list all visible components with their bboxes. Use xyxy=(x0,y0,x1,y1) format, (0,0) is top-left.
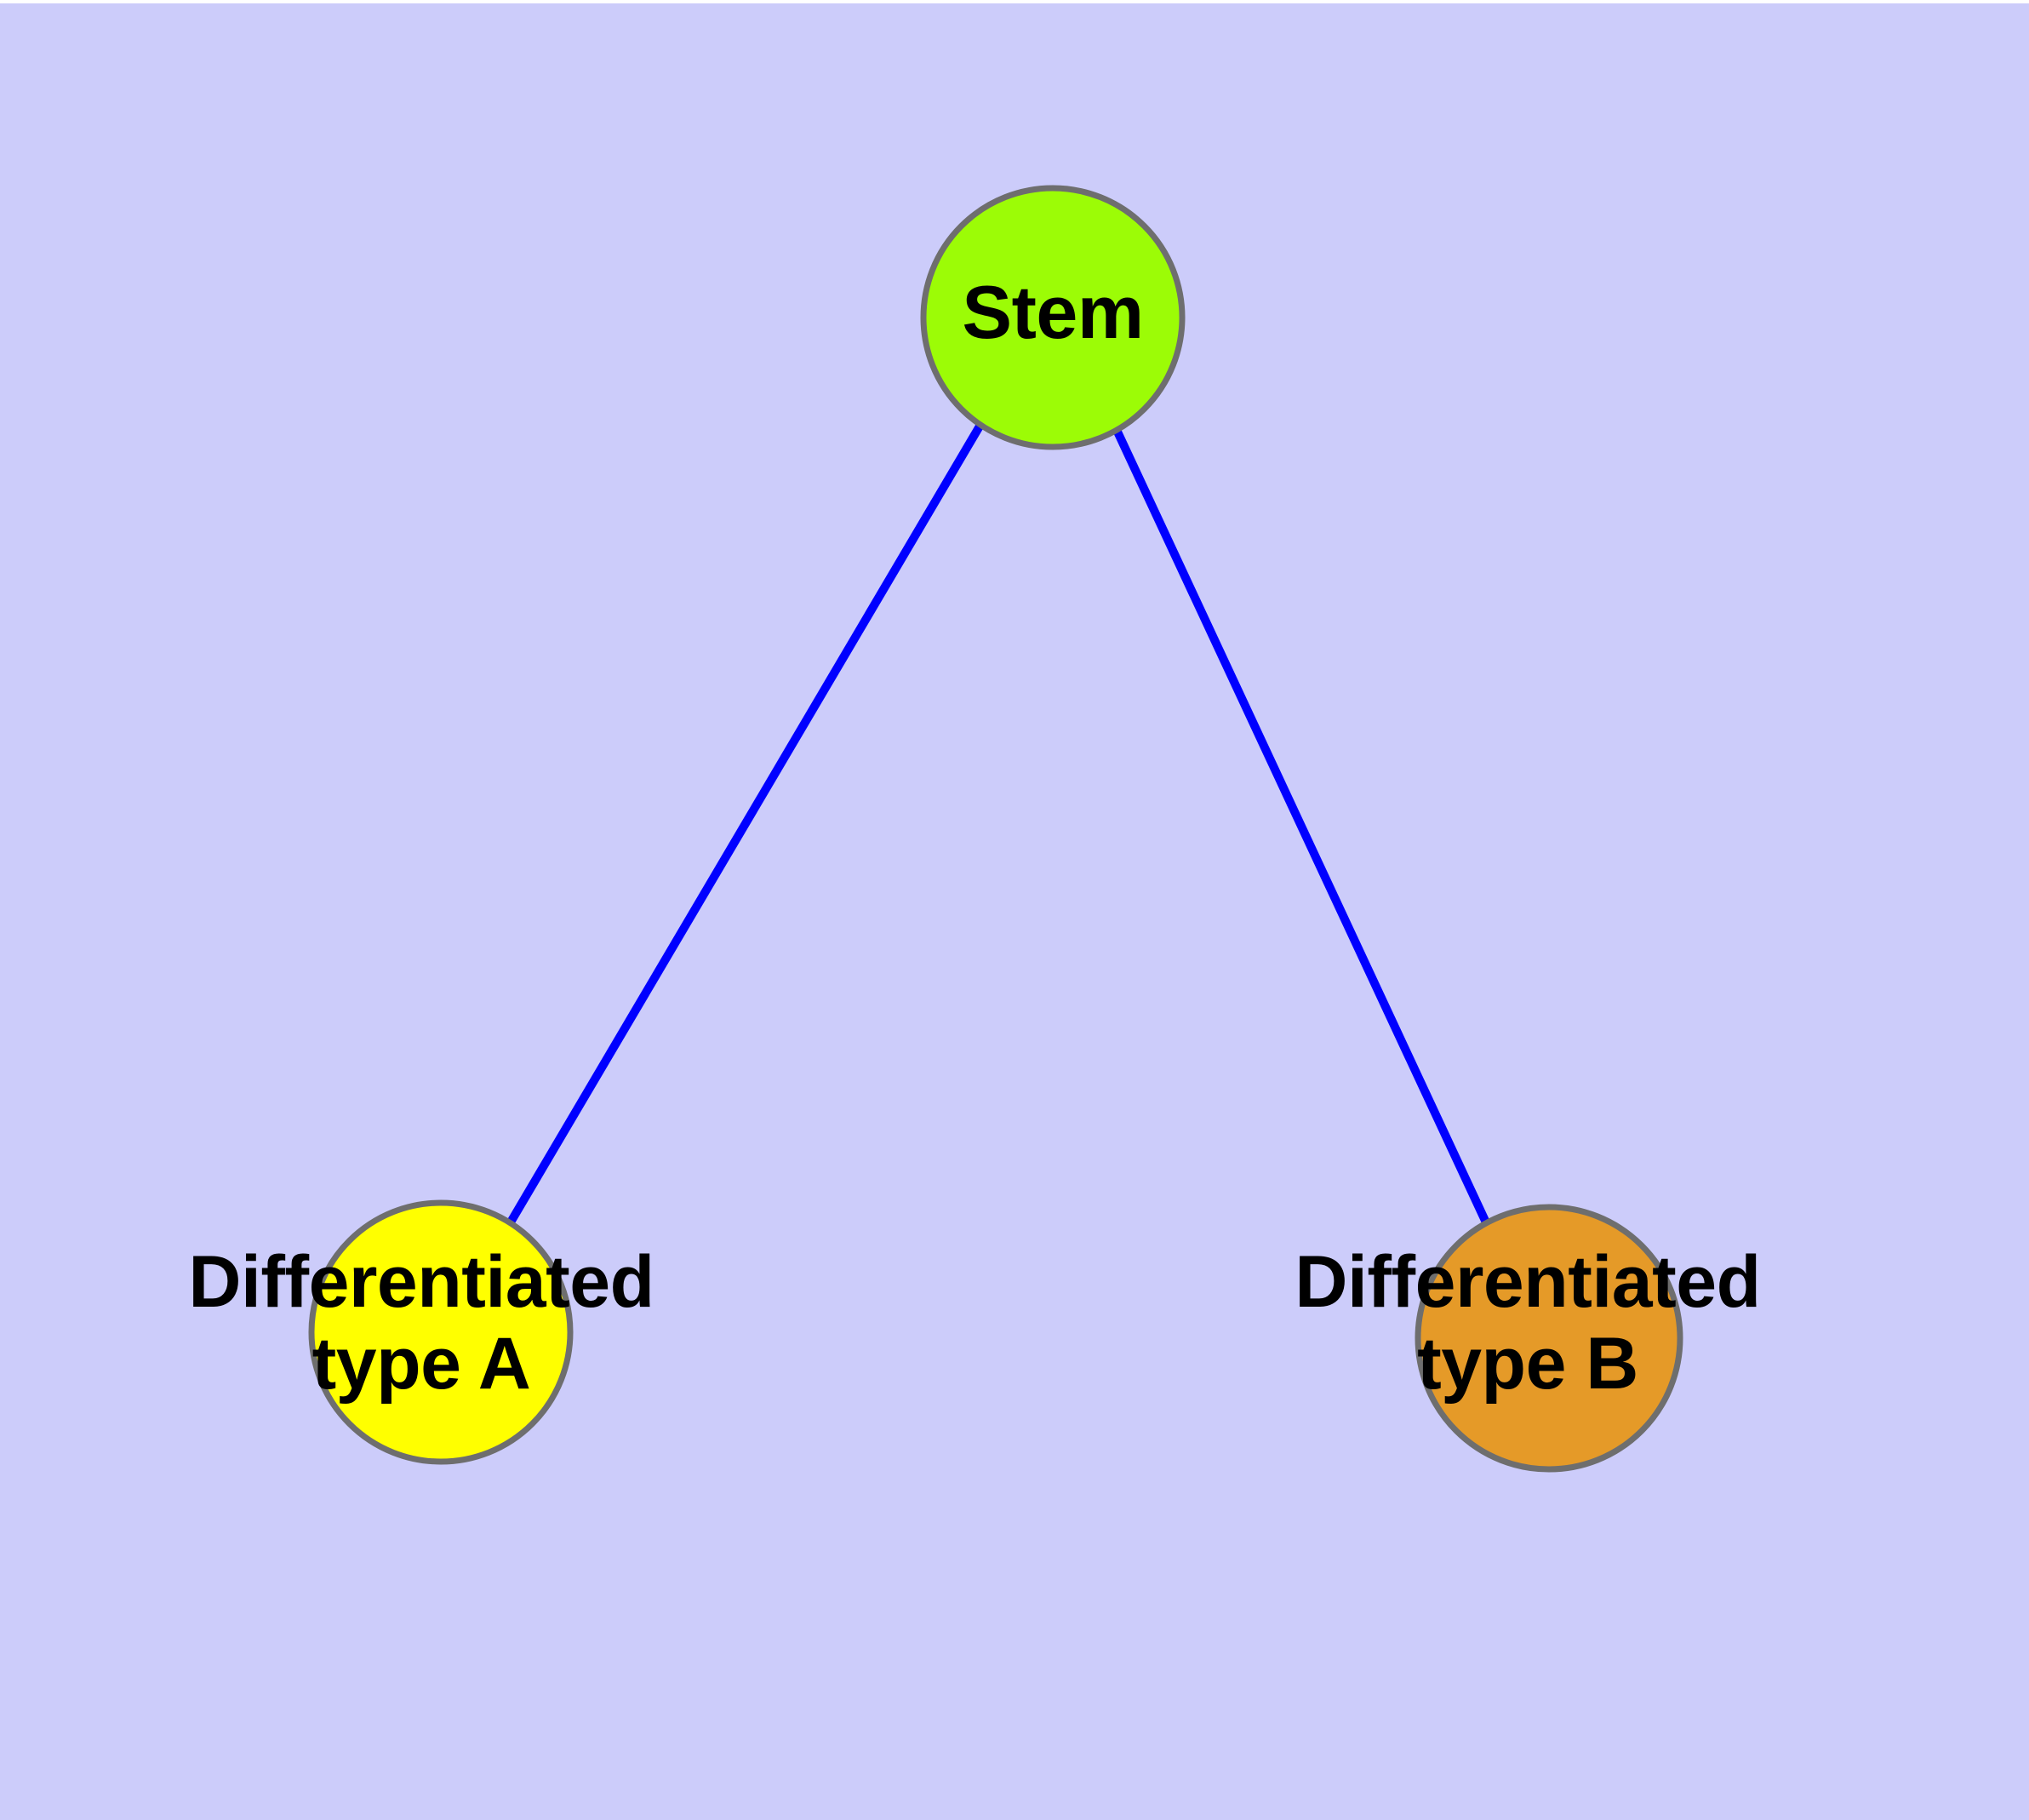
node-diff-b-circle[interactable] xyxy=(1415,1204,1683,1473)
top-white-strip xyxy=(0,0,2029,3)
edge-stem-to-diff-a[interactable] xyxy=(507,422,985,1223)
edge-stem-to-diff-b[interactable] xyxy=(1112,427,1490,1225)
node-stem-circle[interactable] xyxy=(920,185,1186,450)
node-diff-a-circle[interactable] xyxy=(308,1199,574,1465)
